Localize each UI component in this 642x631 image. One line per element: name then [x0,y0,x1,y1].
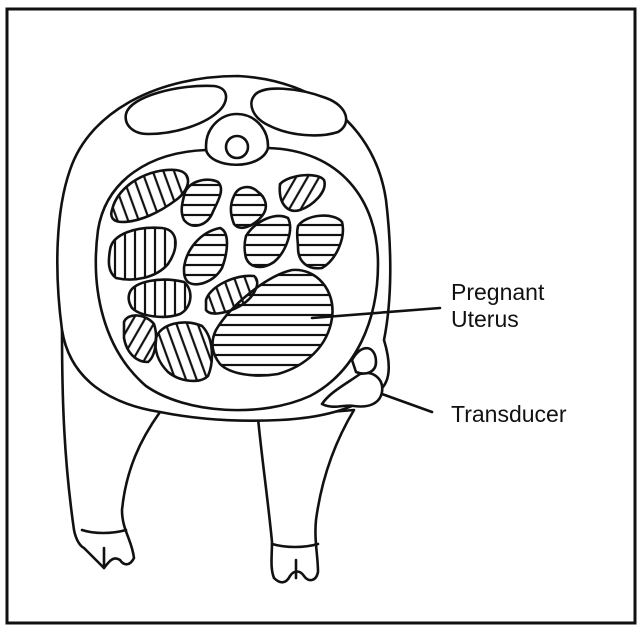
transducer-label: Transducer [451,401,566,428]
intestine-loop [129,280,191,317]
pregnant-uterus-label: Pregnant Uterus [451,279,544,333]
pregnant-uterus-label-line2: Uterus [451,306,544,333]
spinal-canal [226,136,248,158]
pregnant-uterus-label-line1: Pregnant [451,279,544,306]
right-leg [258,410,354,582]
transducer-leader-line [382,394,432,412]
